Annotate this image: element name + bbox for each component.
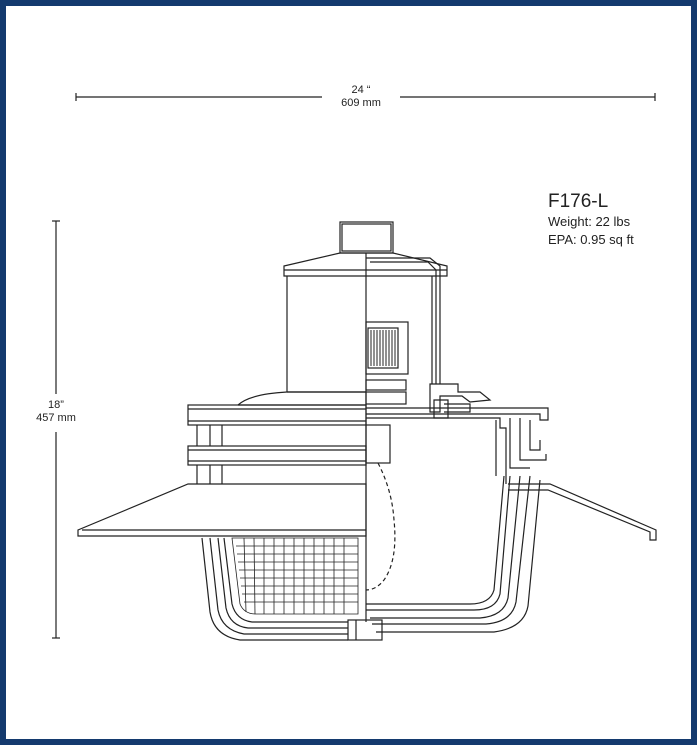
width-millimeters: 609 mm [341, 97, 381, 109]
ballast-box [365, 321, 409, 405]
width-dimension-line [75, 93, 656, 101]
lower-band [187, 445, 367, 466]
height-dimension-label: 18” 457 mm [24, 399, 88, 425]
spec-block: F176-L Weight: 22 lbs EPA: 0.95 sq ft [548, 190, 634, 249]
top-cap [339, 221, 394, 254]
housing-body [286, 253, 367, 622]
refractor-grid [231, 537, 359, 615]
epa-spec: EPA: 0.95 sq ft [548, 232, 634, 247]
model-number: F176-L [548, 191, 609, 212]
height-inches: 18” [48, 399, 64, 411]
support-posts [196, 425, 223, 484]
width-dimension-label: 24 “ 609 mm [322, 84, 400, 110]
reflector-shade-right [508, 483, 657, 541]
height-millimeters: 457 mm [36, 412, 76, 424]
dome-lid [237, 391, 366, 406]
reflector-shade-left [77, 483, 367, 537]
latch-assembly [429, 383, 492, 419]
height-dimension-line [52, 220, 60, 639]
width-inches: 24 “ [351, 84, 371, 96]
weight-spec: Weight: 22 lbs [548, 214, 631, 229]
bottom-finial [347, 619, 383, 641]
lamp-bulb [365, 424, 396, 591]
upper-band [187, 404, 367, 426]
globe-exterior-left [201, 537, 348, 641]
globe-section-right [366, 475, 541, 633]
housing-section-right [366, 257, 441, 384]
globe-collar-section [366, 407, 549, 484]
